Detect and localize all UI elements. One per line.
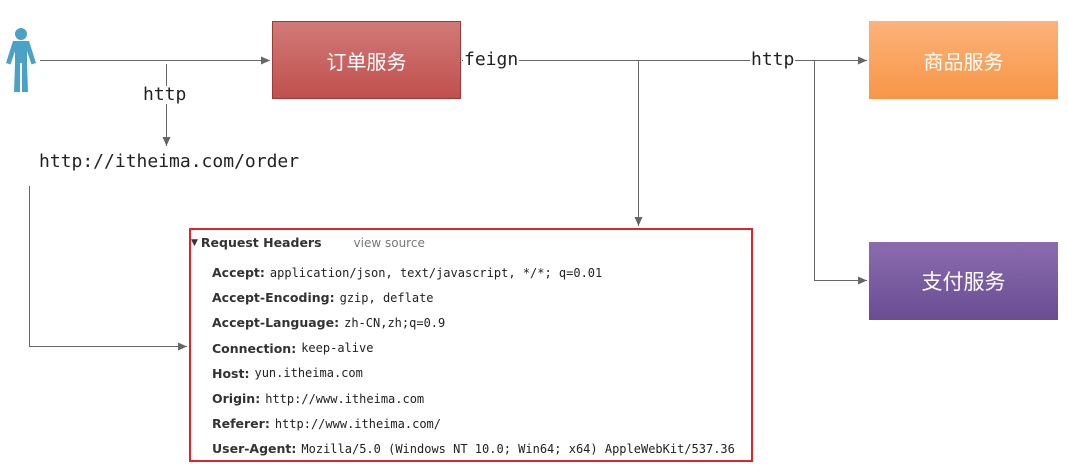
header-row: Accept-Encoding: gzip, deflate (212, 285, 735, 310)
feign-label: feign (463, 49, 520, 70)
header-name: Connection: (212, 340, 297, 356)
view-source-link[interactable]: view source (353, 235, 425, 250)
goods-service-label: 商品服务 (923, 49, 1004, 74)
header-row: User-Agent: Mozilla/5.0 (Windows NT 10.0… (212, 436, 735, 460)
person-icon (6, 28, 36, 92)
header-name: Accept: (212, 265, 265, 281)
payment-service-label: 支付服务 (921, 270, 1006, 294)
order-service-label: 订单服务 (326, 49, 407, 74)
request-url: http://itheima.com/order (39, 151, 300, 172)
triangle-down-icon[interactable]: ▼ (191, 237, 198, 248)
header-value: yun.itheima.com (254, 366, 363, 381)
header-row: Referer: http://www.itheima.com/ (212, 411, 735, 436)
header-row: Host: yun.itheima.com (212, 361, 735, 386)
header-name: Accept-Encoding: (212, 290, 335, 306)
request-headers-title-row: ▼ Request Headers view source (191, 235, 425, 250)
arrow-url-to-headers (29, 186, 187, 351)
header-row: Accept: application/json, text/javascrip… (212, 260, 735, 285)
header-value: gzip, deflate (339, 290, 434, 305)
goods-service-box: 商品服务 (869, 21, 1058, 99)
header-value: Mozilla/5.0 (Windows NT 10.0; Win64; x64… (301, 441, 735, 456)
request-headers-list: Accept: application/json, text/javascrip… (212, 260, 735, 460)
header-name: User-Agent: (212, 441, 297, 457)
header-row: Origin: http://www.itheima.com (212, 386, 735, 411)
arrow-to-payment (814, 60, 867, 285)
header-value: application/json, text/javascript, */*; … (269, 265, 603, 280)
header-value: http://www.itheima.com (265, 391, 425, 406)
header-value: http://www.itheima.com/ (274, 416, 441, 431)
request-headers-title[interactable]: Request Headers (200, 235, 322, 250)
order-service-box: 订单服务 (272, 21, 461, 99)
http-label-user: http (141, 84, 189, 105)
header-row: Accept-Language: zh-CN,zh;q=0.9 (212, 310, 735, 335)
header-name: Accept-Language: (212, 315, 340, 331)
request-headers-panel: ▼ Request Headers view source Accept: ap… (189, 228, 753, 462)
header-name: Origin: (212, 391, 261, 407)
header-name: Host: (212, 365, 250, 381)
header-name: Referer: (212, 416, 270, 432)
header-value: zh-CN,zh;q=0.9 (344, 315, 446, 330)
header-value: keep-alive (301, 341, 374, 356)
payment-service-box: 支付服务 (869, 242, 1058, 320)
http-label-services: http (750, 49, 796, 70)
header-row: Connection: keep-alive (212, 336, 735, 361)
